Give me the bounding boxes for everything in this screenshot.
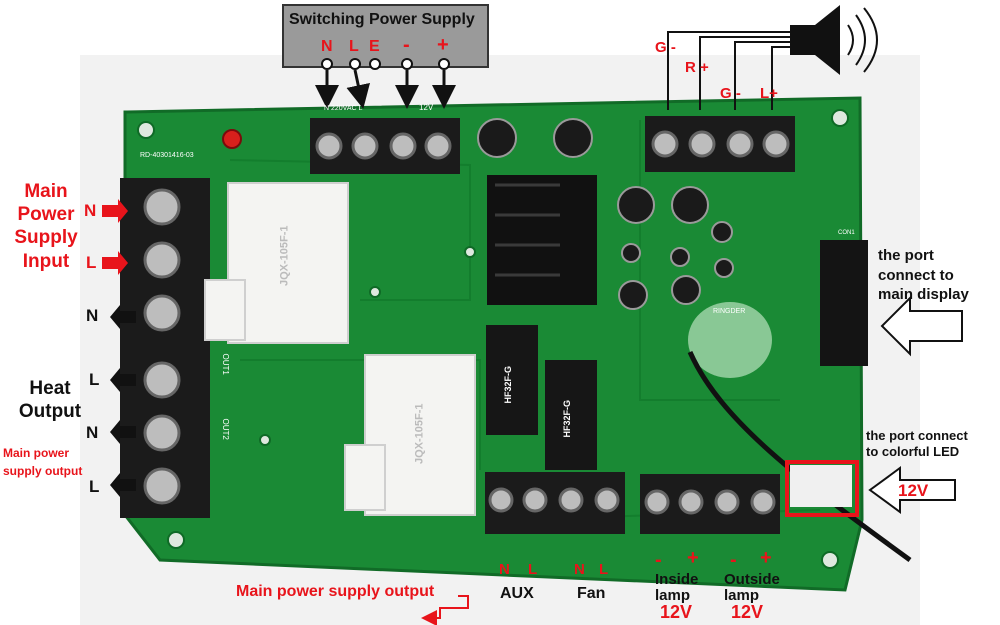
left-terminal-screws (143, 188, 181, 505)
left-terminal-block (120, 178, 210, 518)
main-display-port (820, 240, 868, 366)
psu-term-e: E (369, 38, 380, 55)
aux-label: AUX (500, 585, 534, 602)
conn-label: CON1 (838, 230, 855, 236)
display-port-label: the port connect to main display (878, 247, 969, 303)
speaker-term-l: L+ (760, 85, 778, 102)
output-term-n2: N (86, 423, 99, 442)
output-term-l1: L (89, 370, 100, 389)
input-term-l: L (86, 253, 97, 272)
mounting-holes (137, 109, 849, 569)
small-relay-model-2: HF32F-G (562, 399, 573, 438)
board-model: RD-40301416-03 (140, 152, 194, 159)
aux-term-l: L (528, 561, 538, 578)
psu-term-minus: - (403, 34, 410, 56)
inside-lamp-minus: - (655, 549, 662, 571)
inside-lamp-plus: + (687, 547, 699, 569)
outside-lamp-label: Outside lamp (724, 571, 780, 604)
input-arrows (102, 199, 128, 275)
small-relay-1 (486, 325, 538, 435)
heat-output-title: Heat Output (18, 378, 82, 422)
output-arrows (110, 305, 136, 497)
psu-box (282, 4, 489, 68)
out2-label: OUT2 (220, 418, 230, 440)
speaker-terminal-screws (651, 130, 790, 158)
main-power-supply-output-bottom: Main power supply output (236, 583, 435, 600)
psu-box-terminals (321, 58, 450, 70)
small-relay-2 (545, 360, 597, 470)
outside-lamp-minus: - (730, 549, 737, 571)
psu-term-l: L (349, 38, 359, 55)
psu-terminal-screws (315, 132, 452, 160)
led-voltage: 12V (898, 481, 929, 500)
relay-model-1: JQX-105F-1 (278, 225, 291, 287)
psu-print-12v: 12V (419, 103, 434, 112)
sensor-cable (687, 350, 912, 563)
psu-term-n: N (321, 38, 333, 55)
red-led-icon (222, 129, 242, 149)
lamp-screws (644, 489, 776, 515)
input-term-n: N (84, 201, 97, 220)
relay-1 (227, 182, 349, 344)
heatsink (487, 175, 597, 305)
small-relay-model-1: HF32F-G (503, 365, 514, 404)
relay-model-2: JQX-105F-1 (413, 403, 426, 465)
led-port-arrow (868, 466, 956, 514)
aux-term-n: N (499, 561, 510, 578)
aux-fan-screws (488, 487, 620, 513)
speaker-term-g1: G - (655, 39, 676, 56)
fan-label: Fan (577, 585, 606, 602)
speaker-term-g2: G - (720, 85, 741, 102)
led-port-label: the port connect to colorful LED (866, 428, 968, 460)
psu-print: N 220VAC L (324, 105, 363, 112)
output-term-n1: N (86, 306, 99, 325)
heatsink-fins (495, 183, 560, 277)
relay-1-base (204, 279, 246, 341)
speaker-icon (790, 5, 878, 75)
fan-term-n: N (574, 561, 585, 578)
out1-label: OUT1 (220, 353, 230, 375)
psu-term-plus: + (437, 34, 449, 56)
psu-wires (315, 69, 456, 109)
inside-lamp-voltage: 12V (660, 602, 693, 622)
brand-label: RINGDER (713, 308, 746, 315)
psu-title: Switching Power Supply (289, 11, 475, 28)
led-port-highlight (785, 460, 859, 517)
speaker-wires (667, 31, 790, 110)
outside-lamp-voltage: 12V (731, 602, 764, 622)
sensor-blob (688, 302, 772, 378)
inside-lamp-label: Inside lamp (655, 571, 699, 604)
input-title: Main Power Supply Input (14, 181, 78, 272)
display-port-arrow (880, 295, 963, 357)
capacitors (477, 118, 734, 310)
main-output-line (421, 595, 469, 625)
led-port (790, 465, 852, 507)
relay-2-base (344, 444, 386, 511)
speaker-term-r: R + (685, 59, 709, 76)
main-power-supply-output-left: Main power supply output (3, 446, 83, 478)
outside-lamp-plus: + (760, 547, 772, 569)
output-term-l2: L (89, 477, 100, 496)
fan-term-l: L (599, 561, 609, 578)
